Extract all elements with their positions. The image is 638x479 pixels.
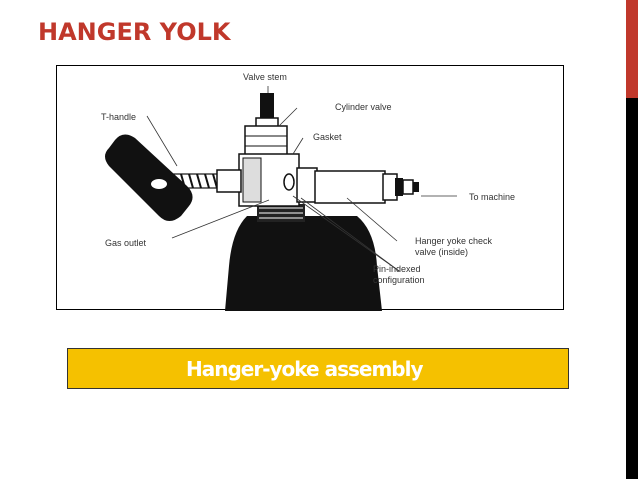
label-pin-indexed-line1: Pin-indexed [373, 264, 421, 274]
label-check-valve-line1: Hanger yoke check [415, 236, 493, 246]
label-gasket: Gasket [313, 132, 342, 142]
cylinder-shape [225, 216, 382, 311]
figure-caption: Hanger-yoke assembly [186, 357, 424, 381]
cylinder-valve-body [244, 125, 288, 157]
label-cylinder-valve: Cylinder valve [335, 102, 392, 112]
side-accent-bar-black [626, 98, 638, 479]
machine-connector [296, 167, 419, 204]
label-valve-stem: Valve stem [243, 72, 287, 82]
label-check-valve-line2: valve (inside) [415, 247, 468, 257]
label-pin-indexed-line2: configuration [373, 275, 425, 285]
valve-stem [260, 93, 274, 121]
side-accent-bar-red [626, 0, 638, 98]
slide-title: HANGER YOLK [38, 18, 231, 46]
t-handle-paddle [105, 134, 193, 221]
label-t-handle: T-handle [101, 112, 136, 122]
hanger-yoke-diagram: Valve stem Cylinder valve T-handle Gaske… [56, 65, 564, 311]
caption-box: Hanger-yoke assembly [67, 348, 569, 389]
label-to-machine: To machine [469, 192, 515, 202]
label-gas-outlet: Gas outlet [105, 238, 147, 248]
